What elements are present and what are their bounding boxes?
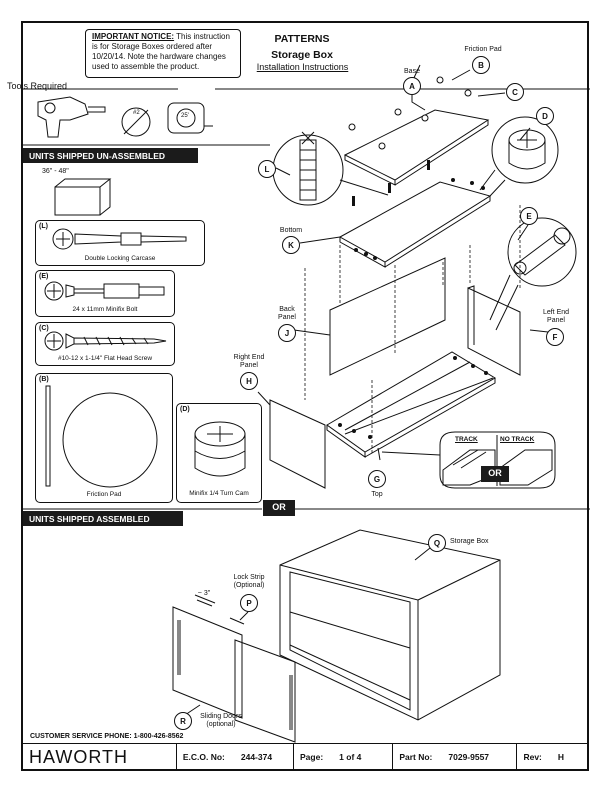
part-tag-B: (B): [39, 376, 49, 383]
part-tag-D: (D): [180, 406, 190, 413]
carcase-screw-icon: [52, 228, 187, 250]
part-caption-E: 24 x 11mm Minifix Bolt: [72, 306, 138, 313]
label-right-end-panel: Right End Panel: [233, 354, 265, 369]
eco-label: E.C.O. No:: [182, 752, 225, 762]
eco-value: 244-374: [240, 752, 273, 762]
callout-D: D: [536, 107, 554, 125]
no-track-label: NO TRACK: [500, 436, 535, 443]
callout-A: A: [403, 77, 421, 95]
callout-P: P: [240, 594, 258, 612]
tools-label: Tools Required: [7, 81, 68, 91]
part-caption-L: Double Locking Carcase: [84, 255, 156, 262]
important-notice: IMPORTANT NOTICE: This instruction is fo…: [85, 29, 241, 78]
footer-bar: HAWORTH E.C.O. No: 244-374 Page: 1 of 4 …: [23, 743, 589, 770]
drill-icon: [37, 96, 106, 138]
callout-B: B: [472, 56, 490, 74]
section-assembled: UNITS SHIPPED ASSEMBLED: [23, 511, 183, 526]
label-storage-box: Storage Box: [450, 538, 489, 545]
customer-service-phone: CUSTOMER SERVICE PHONE: 1-800-426-8562: [30, 733, 184, 740]
screwdriver-tag: #2: [133, 110, 140, 116]
label-three-inch: ~ 3": [197, 590, 211, 597]
tape-tag: 25': [181, 113, 189, 119]
callout-R: R: [174, 712, 192, 730]
part-card-C: (C) #10-12 x 1-1/4" Flat Head Screw: [35, 322, 175, 366]
section-unassembled: UNITS SHIPPED UN-ASSEMBLED: [23, 148, 198, 163]
tape-measure-icon: [167, 102, 213, 134]
callout-L: L: [258, 160, 276, 178]
product-title: Storage Box: [271, 49, 333, 61]
page-value: 1 of 4: [339, 752, 362, 762]
callout-G: G: [368, 470, 386, 488]
page-frame: [21, 21, 589, 771]
label-top: Top: [371, 491, 383, 498]
part-caption-C: #10-12 x 1-1/4" Flat Head Screw: [57, 355, 153, 362]
part-value: 7029-9557: [448, 752, 490, 762]
part-card-E: (E) 24 x 11mm Minifix Bolt: [35, 270, 175, 317]
label-bottom: Bottom: [279, 227, 303, 234]
rev-value: H: [557, 752, 565, 762]
callout-Q: Q: [428, 534, 446, 552]
hardware-marks: [338, 76, 488, 439]
part-card-L: (L) Double Locking Carcase: [35, 220, 205, 266]
document-subtitle: Installation Instructions: [256, 62, 349, 72]
haworth-logo: HAWORTH: [29, 746, 128, 767]
label-friction-pad: Friction Pad: [464, 46, 502, 53]
notice-heading: IMPORTANT NOTICE:: [92, 32, 175, 41]
part-card-B: (B) Friction Pad: [35, 373, 173, 503]
brand-title: PATTERNS: [274, 33, 330, 45]
or-divider-badge: OR: [263, 500, 295, 516]
flat-head-screw-icon: [44, 331, 167, 351]
callout-K: K: [282, 236, 300, 254]
part-tag-C: (C): [39, 325, 49, 332]
callout-J: J: [278, 324, 296, 342]
callout-H: H: [240, 372, 258, 390]
turn-cam-icon: [194, 421, 246, 477]
shipping-box-icon: [54, 178, 112, 216]
callout-C: C: [506, 83, 524, 101]
page-label: Page:: [300, 752, 324, 762]
callout-E: E: [520, 207, 538, 225]
footer-rev: Rev: H: [516, 744, 589, 770]
notice-text: This instruction is for Storage Boxes or…: [92, 32, 230, 71]
part-tag-E: (E): [39, 273, 49, 280]
part-card-D: (D) Minifix 1/4 Turn Cam: [176, 403, 262, 503]
rev-label: Rev:: [523, 752, 542, 762]
label-sliding-doors: Sliding Doors (optional): [200, 713, 242, 728]
label-base: Base: [404, 68, 420, 75]
footer-eco: E.C.O. No: 244-374: [175, 744, 293, 770]
friction-pad-icon: [45, 385, 158, 488]
part-caption-B: Friction Pad: [86, 491, 122, 498]
footer-page: Page: 1 of 4: [293, 744, 392, 770]
dimension-label: 36" - 48": [42, 168, 69, 175]
label-left-end-panel: Left End Panel: [542, 309, 570, 324]
screwdriver-icon: [121, 107, 151, 137]
label-back-panel: Back Panel: [278, 306, 296, 321]
callout-F: F: [546, 328, 564, 346]
part-label: Part No:: [399, 752, 433, 762]
footer-part: Part No: 7029-9557: [392, 744, 516, 770]
label-lock-strip: Lock Strip (Optional): [233, 574, 265, 589]
or-track-badge: OR: [481, 466, 509, 482]
part-tag-L: (L): [39, 223, 48, 230]
part-caption-D: Minifix 1/4 Turn Cam: [189, 490, 249, 497]
track-label: TRACK: [455, 436, 478, 443]
minifix-bolt-icon: [44, 281, 165, 301]
